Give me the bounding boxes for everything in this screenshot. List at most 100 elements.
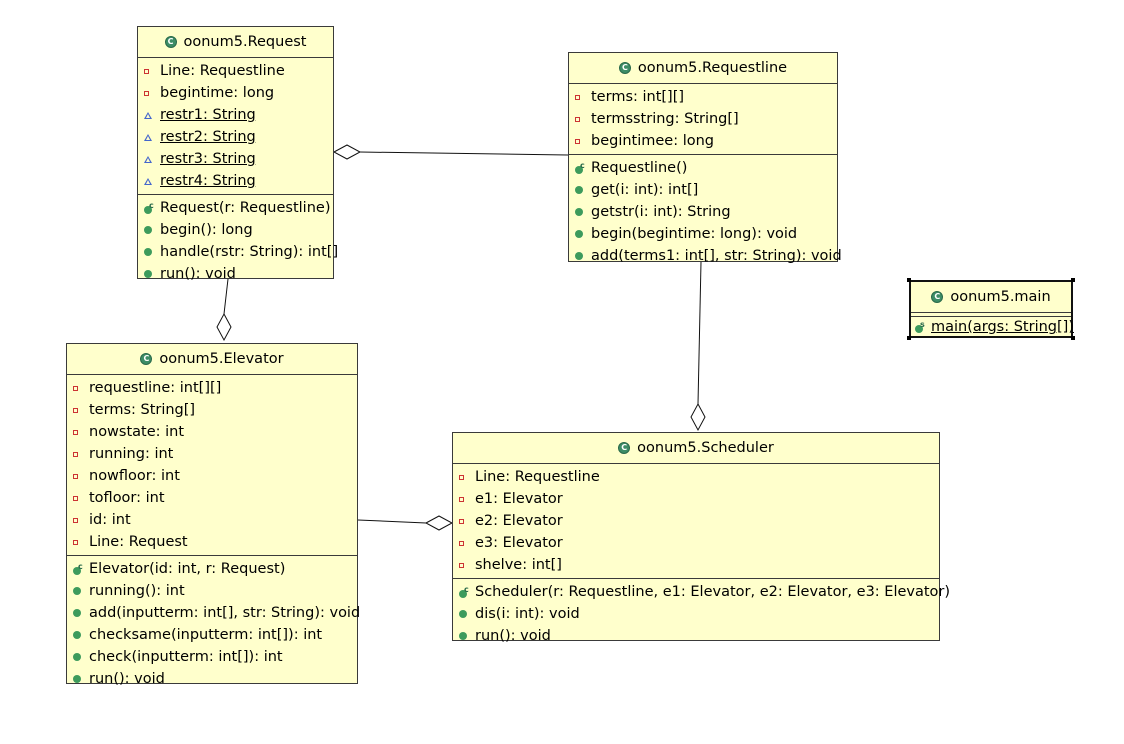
attribute-row[interactable]: restr4: String bbox=[138, 170, 333, 192]
aggregation-diamond-elevator bbox=[216, 312, 232, 342]
operation-row[interactable]: get(i: int): int[] bbox=[569, 179, 837, 201]
private-field-icon bbox=[459, 562, 464, 568]
attribute-row[interactable]: restr3: String bbox=[138, 148, 333, 170]
public-method-icon bbox=[73, 631, 81, 639]
class-requestline-header: C oonum5.Requestline bbox=[569, 53, 837, 84]
aggregation-diamond-scheduler-left bbox=[424, 515, 454, 531]
package-field-icon bbox=[144, 111, 152, 119]
operation-row[interactable]: handle(rstr: String): int[] bbox=[138, 241, 338, 263]
selection-handle-se[interactable] bbox=[1071, 336, 1075, 340]
attribute-row[interactable]: restr1: String bbox=[138, 104, 333, 126]
operation-row[interactable]: dis(i: int): void bbox=[453, 603, 939, 625]
class-requestline[interactable]: C oonum5.Requestline terms: int[][] term… bbox=[568, 52, 842, 264]
class-scheduler-header: C oonum5.Scheduler bbox=[453, 433, 939, 464]
class-request-attributes: Line: Requestline begintime: long restr1… bbox=[138, 58, 333, 195]
class-icon: C bbox=[931, 291, 944, 303]
operation-row[interactable]: begin(begintime: long): void bbox=[569, 223, 837, 245]
private-field-icon bbox=[73, 451, 78, 457]
class-icon: C bbox=[618, 442, 631, 454]
class-main-attributes bbox=[911, 313, 1071, 317]
private-field-icon bbox=[73, 429, 78, 435]
public-method-icon bbox=[575, 252, 583, 260]
class-request[interactable]: C oonum5.Request Line: Requestline begin… bbox=[137, 26, 338, 282]
private-field-icon bbox=[459, 540, 464, 546]
attribute-row[interactable]: shelve: int[] bbox=[453, 554, 939, 576]
attribute-row[interactable]: begintimee: long bbox=[569, 130, 837, 152]
public-method-icon bbox=[459, 632, 467, 640]
attribute-row[interactable]: Line: Request bbox=[67, 531, 357, 553]
attribute-row[interactable]: e2: Elevator bbox=[453, 510, 939, 532]
package-field-icon bbox=[144, 177, 152, 185]
public-method-icon bbox=[459, 610, 467, 618]
private-field-icon bbox=[575, 116, 580, 122]
attribute-row[interactable]: termsstring: String[] bbox=[569, 108, 837, 130]
private-field-icon bbox=[73, 385, 78, 391]
operation-row[interactable]: checksame(inputterm: int[]): int bbox=[67, 624, 357, 646]
attribute-row[interactable]: Line: Requestline bbox=[453, 466, 939, 488]
attribute-row[interactable]: terms: int[][] bbox=[569, 86, 837, 108]
operation-row[interactable]: check(inputterm: int[]): int bbox=[67, 646, 357, 668]
private-field-icon bbox=[144, 68, 149, 74]
aggregation-diamond-request bbox=[332, 144, 362, 160]
private-field-icon bbox=[575, 138, 580, 144]
public-method-icon bbox=[144, 226, 152, 234]
selection-handle-sw[interactable] bbox=[907, 336, 911, 340]
package-field-icon bbox=[144, 133, 152, 141]
public-method-icon bbox=[73, 653, 81, 661]
class-icon: C bbox=[140, 353, 153, 365]
public-method-icon bbox=[144, 270, 152, 278]
attribute-row[interactable]: id: int bbox=[67, 509, 357, 531]
attribute-row[interactable]: Line: Requestline bbox=[138, 60, 333, 82]
class-request-header: C oonum5.Request bbox=[138, 27, 333, 58]
operation-row[interactable]: run(): void bbox=[138, 263, 333, 285]
class-elevator[interactable]: C oonum5.Elevator requestline: int[][] t… bbox=[66, 343, 360, 687]
private-field-icon bbox=[459, 496, 464, 502]
attribute-row[interactable]: tofloor: int bbox=[67, 487, 357, 509]
operation-row[interactable]: run(): void bbox=[453, 625, 939, 647]
private-field-icon bbox=[73, 407, 78, 413]
attribute-row[interactable]: terms: String[] bbox=[67, 399, 357, 421]
private-field-icon bbox=[575, 94, 580, 100]
attribute-row[interactable]: nowstate: int bbox=[67, 421, 357, 443]
selection-handle-nw[interactable] bbox=[907, 278, 911, 282]
class-elevator-header: C oonum5.Elevator bbox=[67, 344, 357, 375]
operation-row[interactable]: add(inputterm: int[], str: String): void bbox=[67, 602, 360, 624]
class-scheduler-attributes: Line: Requestline e1: Elevator e2: Eleva… bbox=[453, 464, 939, 579]
class-elevator-title: oonum5.Elevator bbox=[159, 351, 284, 367]
operation-row[interactable]: begin(): long bbox=[138, 219, 333, 241]
class-icon: C bbox=[618, 62, 631, 74]
edge-requestline-scheduler bbox=[697, 261, 702, 405]
private-field-icon bbox=[73, 473, 78, 479]
class-requestline-attributes: terms: int[][] termsstring: String[] beg… bbox=[569, 84, 837, 155]
class-scheduler[interactable]: C oonum5.Scheduler Line: Requestline e1:… bbox=[452, 432, 950, 644]
operation-row[interactable]: running(): int bbox=[67, 580, 357, 602]
private-field-icon bbox=[459, 518, 464, 524]
public-method-icon bbox=[73, 609, 81, 617]
private-field-icon bbox=[73, 539, 78, 545]
attribute-row[interactable]: e1: Elevator bbox=[453, 488, 939, 510]
attribute-row[interactable]: running: int bbox=[67, 443, 357, 465]
edge-request-requestline bbox=[359, 151, 569, 156]
attribute-row[interactable]: requestline: int[][] bbox=[67, 377, 357, 399]
attribute-row[interactable]: e3: Elevator bbox=[453, 532, 939, 554]
operation-row[interactable]: add(terms1: int[], str: String): void bbox=[569, 245, 842, 267]
constructor-icon bbox=[459, 590, 467, 598]
package-field-icon bbox=[144, 155, 152, 163]
attribute-row[interactable]: begintime: long bbox=[138, 82, 333, 104]
class-requestline-title: oonum5.Requestline bbox=[637, 60, 788, 76]
selection-handle-ne[interactable] bbox=[1071, 278, 1075, 282]
aggregation-diamond-scheduler-top bbox=[690, 402, 706, 432]
operation-row[interactable]: run(): void bbox=[67, 668, 357, 690]
operation-row[interactable]: getstr(i: int): String bbox=[569, 201, 837, 223]
attribute-row[interactable]: nowfloor: int bbox=[67, 465, 357, 487]
public-method-icon bbox=[144, 248, 152, 256]
attribute-row[interactable]: restr2: String bbox=[138, 126, 333, 148]
